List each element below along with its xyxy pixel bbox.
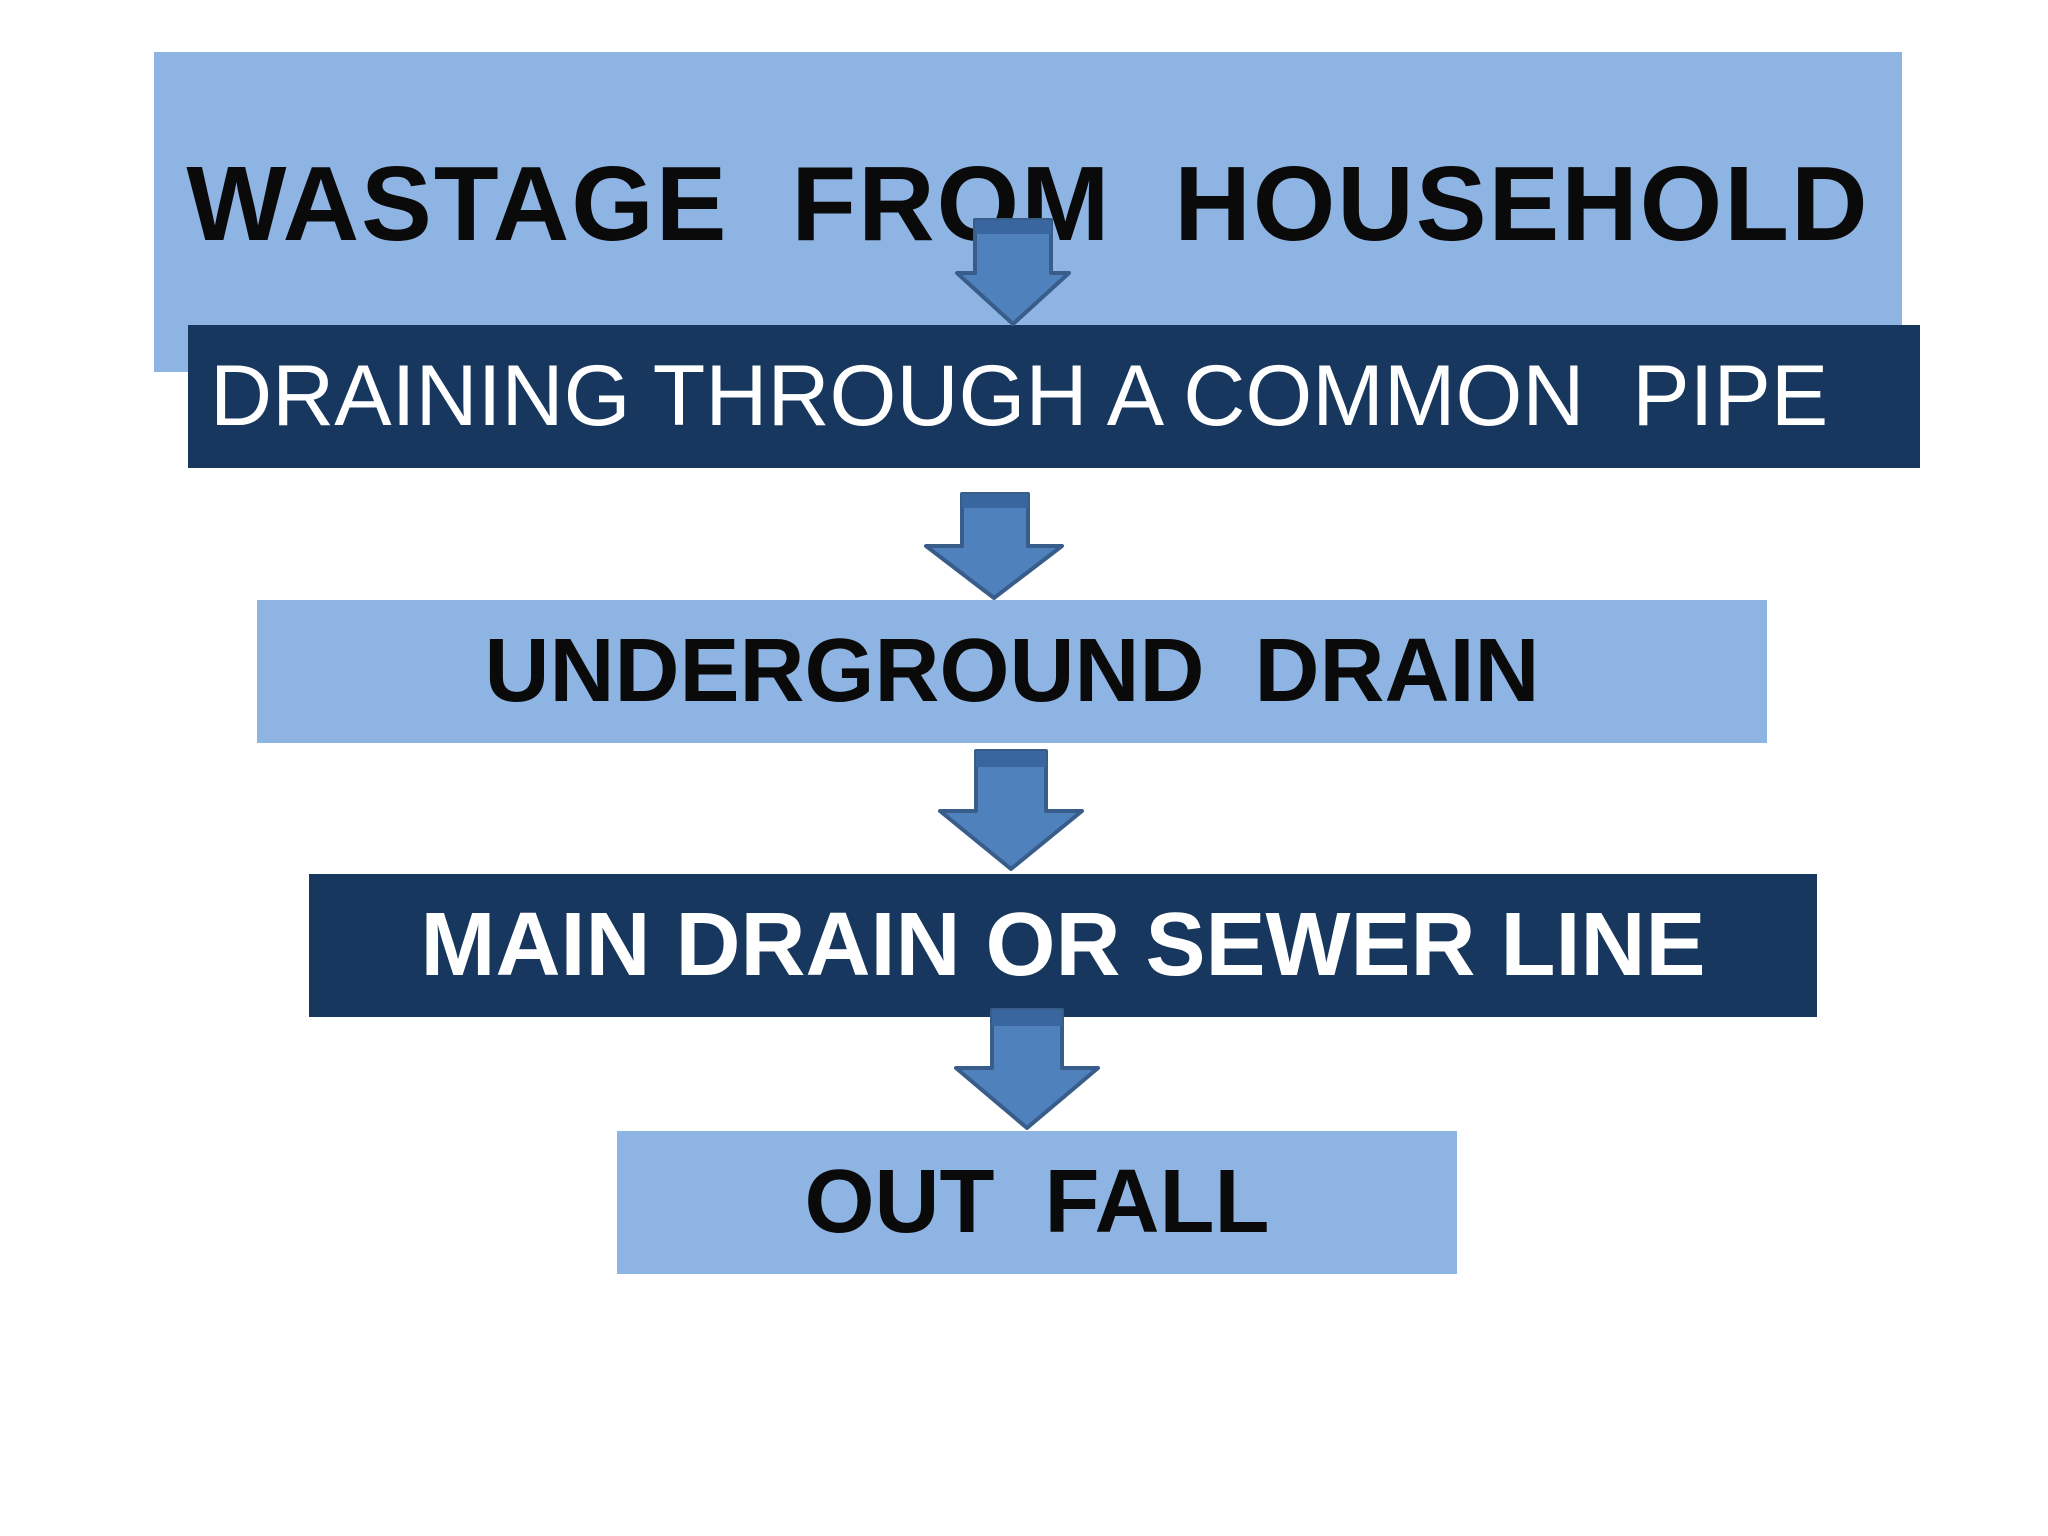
flow-step-wastage-from-household: WASTAGE FROM HOUSEHOLD xyxy=(154,52,1902,372)
flow-step-label: OUT FALL xyxy=(804,1152,1270,1252)
flow-step-label: MAIN DRAIN OR SEWER LINE xyxy=(420,895,1706,995)
down-arrow-icon xyxy=(954,1008,1100,1130)
flow-step-label: UNDERGROUND DRAIN xyxy=(484,621,1540,721)
flow-step-out-fall: OUT FALL xyxy=(617,1131,1457,1274)
flow-step-draining-common-pipe: DRAINING THROUGH A COMMON PIPE xyxy=(188,325,1920,468)
flow-step-label: WASTAGE FROM HOUSEHOLD xyxy=(186,145,1870,263)
down-arrow-icon xyxy=(924,492,1064,600)
flow-step-label: DRAINING THROUGH A COMMON PIPE xyxy=(210,348,1829,444)
down-arrow-icon xyxy=(955,218,1071,326)
flow-step-underground-drain: UNDERGROUND DRAIN xyxy=(257,600,1767,743)
flow-step-main-drain-sewer-line: MAIN DRAIN OR SEWER LINE xyxy=(309,874,1817,1017)
down-arrow-icon xyxy=(938,749,1084,871)
